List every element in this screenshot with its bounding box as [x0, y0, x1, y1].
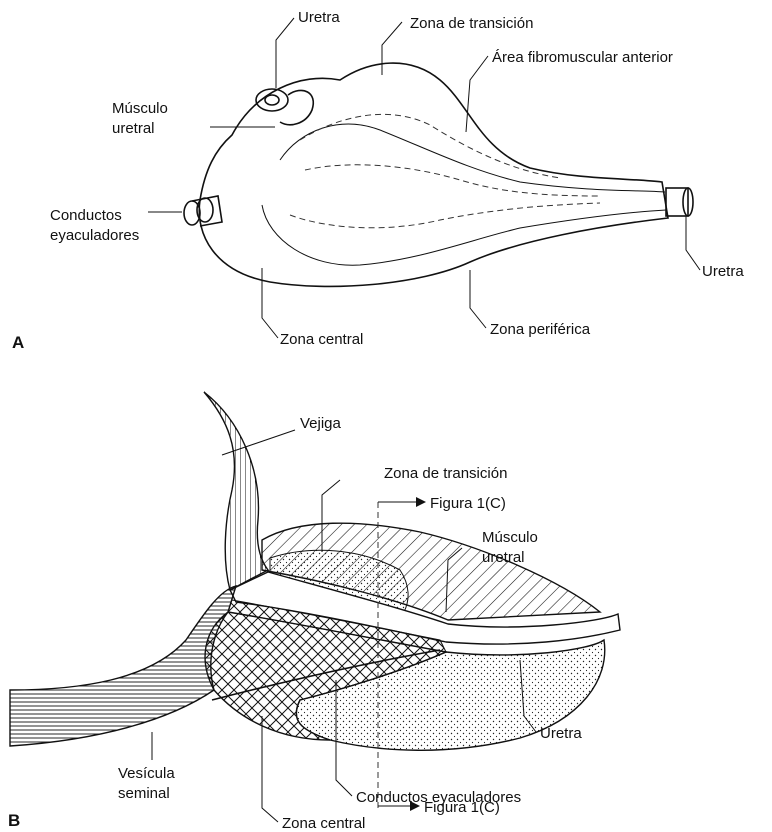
leader-zona-periferica-a — [470, 270, 486, 328]
leader-area-fibromuscular — [466, 56, 488, 132]
transition-zone-dashed-a2 — [290, 203, 600, 228]
arrowhead-figura-top — [416, 497, 426, 507]
label-uretra-top: Uretra — [298, 9, 340, 26]
seminal-vesicle — [10, 586, 236, 746]
label-vejiga: Vejiga — [300, 415, 342, 432]
label-zona-central-a: Zona central — [280, 331, 363, 348]
label-musculo-a-1: Músculo — [112, 100, 168, 117]
panel-letter-a: A — [12, 333, 24, 352]
label-vesicula-2: seminal — [118, 785, 170, 802]
label-zona-central-b: Zona central — [282, 815, 365, 832]
leader-zona-transicion-a — [382, 22, 402, 75]
urethra-right-stub-a — [666, 188, 693, 216]
label-zona-transicion-a: Zona de transición — [410, 15, 533, 32]
label-musculo-a-2: uretral — [112, 120, 155, 137]
ejaculatory-ducts-a — [184, 196, 222, 226]
transition-zone-dashed-a3 — [305, 165, 600, 196]
urethral-muscle-ring-a — [280, 90, 313, 124]
panel-b: Vejiga Zona de transición Figura 1(C) Mú… — [8, 392, 620, 832]
label-figura-top: Figura 1(C) — [430, 495, 506, 512]
label-conductos-b: Conductos eyaculadores — [356, 789, 521, 806]
urethra-lumen-a — [265, 95, 279, 105]
label-conductos-a-2: eyaculadores — [50, 227, 139, 244]
panel-letter-b: B — [8, 811, 20, 830]
prostate-outline-a — [199, 63, 668, 286]
label-zona-transicion-b: Zona de transición — [384, 465, 507, 482]
label-uretra-right: Uretra — [702, 263, 744, 280]
central-zone-boundary-a — [262, 205, 666, 265]
label-musculo-b-1: Músculo — [482, 529, 538, 546]
label-musculo-b-2: uretral — [482, 549, 525, 566]
transition-zone-dashed-a — [300, 114, 560, 178]
panel-a: Uretra Zona de transición Área fibromusc… — [12, 9, 744, 352]
leader-uretra-top — [276, 18, 294, 88]
label-conductos-a-1: Conductos — [50, 207, 122, 224]
label-uretra-b: Uretra — [540, 725, 582, 742]
label-area-fibromuscular: Área fibromuscular anterior — [492, 49, 673, 66]
leader-uretra-right — [686, 216, 700, 270]
peripheral-zone-boundary-a — [280, 124, 665, 192]
leader-zona-central-a — [262, 268, 278, 338]
bladder-wall — [204, 392, 268, 590]
label-vesicula-1: Vesícula — [118, 765, 175, 782]
label-zona-periferica-a: Zona periférica — [490, 321, 591, 338]
